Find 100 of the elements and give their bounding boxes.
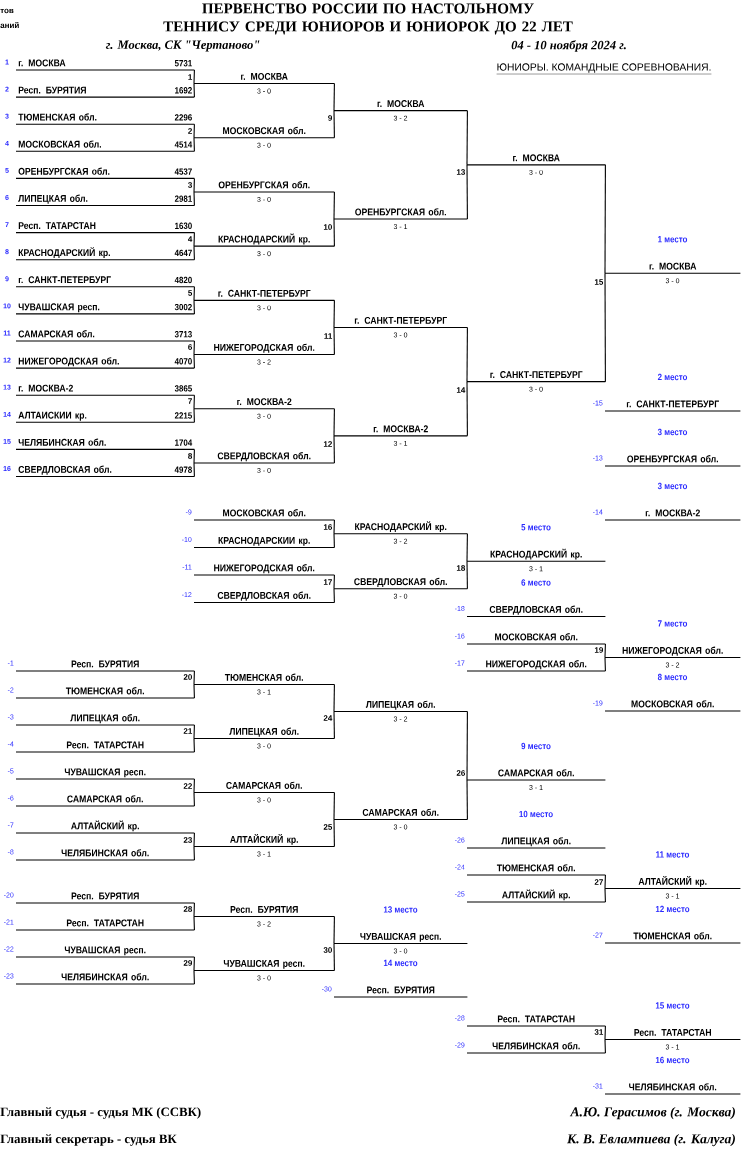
team-slot: ОРЕНБУРГСКАЯ обл. [333, 208, 468, 220]
team-slot: Респ. ТАТАРСТАН [15, 919, 195, 931]
official-role: Главный судья - судья МК (ССВК) [0, 1107, 201, 1119]
bracket-line [193, 354, 195, 369]
team-slot: НИЖЕГОРОДСКАЯ обл. [193, 564, 335, 576]
bracket-line [333, 110, 335, 139]
bracket-line [333, 683, 335, 713]
bracket-line [604, 874, 606, 890]
bracket-line [333, 218, 335, 247]
place-label: 7 место [657, 620, 688, 627]
team-slot: МОСКОВСКАЯ обл. [466, 633, 606, 645]
event-heading: ЮНИОРЫ. КОМАНДНЫЕ СОРЕВНОВАНИЯ. [496, 63, 712, 75]
team-slot: МОСКОВСКАЯ обл. 4514 [15, 140, 195, 152]
team-slot: ЛИПЕЦКАЯ обл. [193, 727, 335, 740]
bracket-line [193, 832, 195, 848]
bracket-line [333, 588, 335, 604]
bracket-line [193, 69, 195, 85]
match-number: 11 [324, 333, 333, 339]
team-slot: АЛТАИСКИИ кр. 2215 [15, 411, 195, 423]
official-name: К. В. Евлампиева (г. Калуга) [566, 1133, 735, 1147]
match-number: 18 [456, 565, 466, 571]
team-slot: МОСКОВСКАЯ обл. [604, 700, 741, 712]
team-slot: КРАСНОДАРСКИЙ кр. [333, 521, 468, 535]
bracket-line [193, 915, 195, 931]
match-number: 14 [456, 387, 466, 393]
bracket-line [604, 272, 606, 383]
match-number: 30 [323, 947, 332, 953]
team-slot: ЧУВАШСКАЯ респ. [333, 932, 468, 945]
team-slot: ЧЕЛЯБИНСКАЯ обл. [466, 1042, 606, 1054]
bracket-line [333, 791, 335, 821]
team-slot: Респ. БУРЯТИЯ [15, 892, 195, 904]
bracket-line [466, 326, 468, 383]
cut-off-text: тов [0, 8, 14, 14]
place-label: 3 место [657, 428, 688, 436]
team-slot: ТЮМЕНСКАЯ обл. [15, 687, 195, 699]
team-slot: АЛТАЙСКИЙ кр. [193, 833, 335, 848]
bracket-line [604, 887, 606, 903]
team-slot: ЧУВАШСКАЯ респ. [15, 946, 195, 958]
team-slot: ЧУВАШСКАЯ респ. 3002 [15, 303, 195, 315]
team-slot: САМАРСКАЯ обл. [193, 781, 335, 794]
team-slot: г. МОСКВА-2 [333, 425, 468, 437]
bracket-line [193, 845, 195, 861]
match-number: 5 [188, 290, 193, 296]
match-number: 16 [323, 524, 332, 530]
place-label: 2 место [657, 373, 688, 381]
bracket-line [193, 83, 195, 98]
team-slot: Респ. БУРЯТИЯ [15, 660, 195, 672]
match-number: 23 [183, 837, 192, 843]
team-slot: ОРЕНБУРГСКАЯ обл. [193, 181, 335, 193]
team-slot: г. САНКТ-ПЕТЕРБУРГ [193, 289, 335, 301]
bracket-line [193, 232, 195, 247]
place-label: 12 место [655, 905, 690, 913]
team-slot: ОРЕНБУРГСКАЯ обл. [604, 455, 741, 467]
place-label: 9 место [521, 742, 551, 750]
team-slot: Респ. ТАТАРСТАН [466, 1015, 606, 1027]
bracket-line [193, 791, 195, 807]
bracket-line [466, 533, 468, 562]
bracket-line [193, 191, 195, 207]
match-number: 6 [188, 344, 192, 350]
match-number: 27 [594, 879, 603, 885]
bracket-line [193, 394, 195, 410]
bracket-line [193, 448, 195, 464]
team-slot: г. САНКТ-ПЕТЕРБУРГ [466, 371, 606, 383]
bracket-line [193, 683, 195, 699]
bracket-line [193, 123, 195, 139]
match-number: 31 [594, 1029, 604, 1035]
team-slot: ЛИПЕЦКАЯ обл. 2981 [15, 194, 195, 207]
place-label: 16 место [655, 1056, 690, 1064]
team-slot: г. МОСКВА-2 3865 [15, 384, 195, 396]
title: ПЕРВЕНСТВО РОССИИ ПО НАСТОЛЬНОМУ ТЕННИСУ СРЕДИ ЮНИОРОВ И ЮНИОРОК ДО 22 ЛЕТ [163, 3, 573, 35]
bracket-line [333, 326, 335, 356]
match-number: 2 [188, 128, 192, 134]
team-slot: ЧЕЛЯБИНСКАЯ обл. [604, 1083, 741, 1095]
match-number: 3 [188, 182, 192, 188]
bracket-line [333, 83, 335, 112]
place-label: 15 место [655, 1002, 690, 1009]
team-slot: НИЖЕГОРОДСКАЯ обл. [193, 343, 335, 356]
bracket-line [193, 408, 195, 423]
match-number: 7 [188, 398, 192, 404]
match-number: 10 [323, 224, 332, 230]
team-slot: Респ. ТАТАРСТАН [604, 1028, 741, 1041]
place-label: 3 место [657, 482, 688, 490]
match-number: 24 [323, 715, 333, 721]
team-slot: СВЕРДЛОВСКАЯ обл. 4978 [15, 465, 195, 478]
bracket-line [333, 915, 335, 945]
team-slot: СВЕРДЛОВСКАЯ обл. [193, 452, 335, 464]
bracket-line [193, 670, 195, 686]
team-slot: ТЮМЕНСКАЯ обл. 2296 [15, 113, 195, 125]
bracket-line [604, 643, 606, 659]
team-slot: ЧУВАШСКАЯ респ. [193, 959, 335, 972]
team-slot: г. МОСКВА [604, 262, 741, 274]
team-slot: г. САНКТ-ПЕТЕРБУРГ 4820 [15, 276, 195, 288]
bracket-line [193, 902, 195, 918]
team-slot: г. МОСКВА-2 [604, 509, 741, 521]
bracket-line [193, 340, 195, 356]
team-slot: Респ. БУРЯТИЯ [333, 986, 468, 998]
match-number: 8 [188, 453, 193, 459]
match-number: 29 [183, 960, 192, 966]
bracket-line [466, 710, 468, 781]
bracket-line [604, 164, 606, 274]
